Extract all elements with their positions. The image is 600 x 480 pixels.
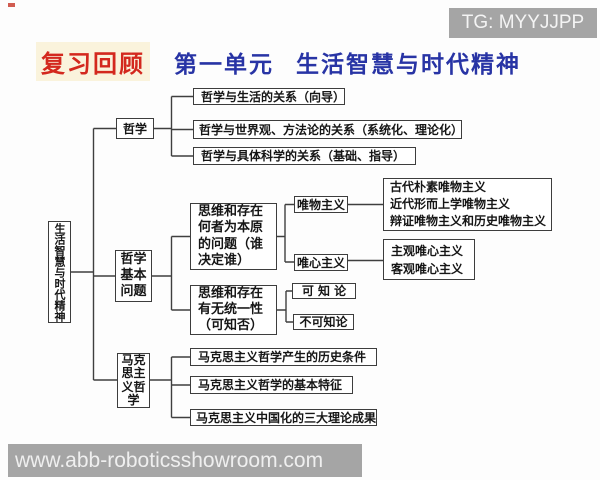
watermark-bottom-left: www.abb-roboticsshowroom.com [8,444,362,477]
node-idealism-types: 主观唯心主义 客观唯心主义 [383,239,475,280]
connector-philosophy [154,95,193,157]
node-materialism: 唯物主义 [294,196,348,213]
photo-artifact [8,3,15,7]
node-philosophy: 哲学 [116,118,154,139]
connector-origin-split [277,203,383,263]
node-philosophy-science-relation: 哲学与具体科学的关系（基础、指导） [193,147,416,165]
connector-main [71,127,117,381]
connector-knowability-split [277,290,293,323]
node-philosophy-worldview-relation: 哲学与世界观、方法论的关系（系统化、理论化） [193,120,462,139]
node-marxism-historical-conditions: 马克思主义哲学产生的历史条件 [190,348,377,366]
node-root-life-wisdom: 生活智慧与时代精神 [48,221,71,323]
node-philosophy-life-relation: 哲学与生活的关系（向导） [193,88,345,105]
connector-basic-question [152,235,190,311]
node-thinking-being-origin: 思维和存在 何者为本原 的问题（谁 决定谁） [190,203,277,270]
node-idealism: 唯心主义 [294,254,348,271]
node-marxism-basic-features: 马克思主义哲学的基本特征 [190,376,353,394]
node-agnosticism: 不可知论 [293,314,354,330]
node-thinking-being-identity: 思维和存在 有无统一性 （可知否） [190,285,277,335]
node-materialism-types: 古代朴素唯物主义 近代形而上学唯物主义 辩证唯物主义和历史唯物主义 [383,178,552,231]
node-basic-question: 哲学 基本 问题 [115,250,152,302]
page-title: 复习回顾 第一单元 生活智慧与时代精神 [36,42,521,81]
title-unit-topic: 第一单元 生活智慧与时代精神 [174,45,521,79]
title-topic: 生活智慧与时代精神 [296,51,521,78]
title-unit: 第一单元 [174,51,274,78]
title-review-label: 复习回顾 [36,42,150,81]
connector-marxism [150,356,190,419]
node-knowability: 可 知 论 [292,283,356,299]
node-marxist-philosophy: 马克 思主 义哲 学 [117,353,150,408]
node-marxism-sinicization-achievements: 马克思主义中国化的三大理论成果 [190,409,377,426]
watermark-top-right: TG: MYYJJPP [449,8,597,38]
